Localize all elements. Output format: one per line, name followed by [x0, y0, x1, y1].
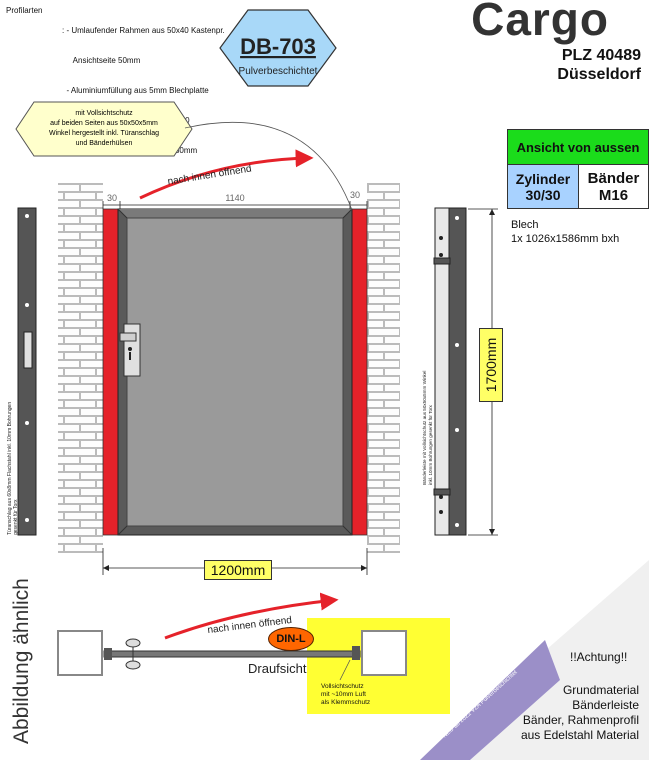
badge-finish: Pulverbeschichtet — [239, 66, 318, 77]
note-line: Vollsichtschutz — [321, 683, 364, 690]
hinge-bottom — [433, 488, 451, 496]
profile-line: - Aluminiumfüllung aus 5mm Blechplatte — [62, 86, 209, 95]
frame-bevel — [118, 209, 352, 218]
topview-opening-arrow — [164, 592, 339, 640]
city-name: Düsseldorf — [557, 66, 641, 83]
note-line: mit ~10mm Luft — [321, 691, 366, 698]
postal-code: PLZ 40489 — [561, 47, 641, 64]
warning-line: Grundmaterial — [562, 683, 639, 697]
dim-center: 1140 — [225, 193, 244, 203]
note-leader — [184, 121, 353, 211]
hinge-top — [433, 257, 451, 265]
top-view-caption: Draufsicht — [248, 661, 307, 676]
product-title: Cargo — [471, 0, 609, 45]
warning-text: Grundmaterial Bänderleiste Bänder, Rahme… — [521, 683, 639, 743]
badge-hexagon — [219, 9, 337, 87]
door-handle — [119, 332, 137, 342]
warning-line: Bänderleiste — [572, 698, 639, 712]
badge-code: DB-703 — [240, 34, 316, 59]
profile-line: : - Umlaufender Rahmen aus 50x40 Kastenp… — [62, 26, 225, 35]
info-table: Ansicht von aussen Zylinder 30/30 Bänder… — [507, 129, 649, 209]
dim-left: 30 — [107, 193, 117, 203]
handle-top-icon — [125, 638, 141, 648]
left-bar-note-2: gesenkt für Torx — [13, 499, 19, 535]
warning-title: !!Achtung!! — [570, 650, 628, 664]
note-line: als Klemmschutz — [321, 699, 371, 706]
brick-wall-left — [58, 183, 103, 553]
color-badge: DB-703 Pulverbeschichtet — [219, 9, 337, 87]
din-l-badge: DIN-L — [268, 627, 314, 651]
purple-banner — [420, 640, 560, 760]
strike-plate — [23, 331, 33, 369]
note-hexagon-shape — [15, 101, 193, 157]
door-leaf-topview — [103, 650, 361, 658]
note-hexagon: mit Vollsichtschutz auf beiden Seiten au… — [15, 101, 193, 157]
warning-line: aus Edelstahl Material — [520, 728, 639, 742]
right-bar-note-2: inkl. 10mm Bohrungen gesenkt für Torx — [428, 404, 433, 485]
view-header: Ansicht von aussen — [507, 129, 649, 165]
note-line: mit Vollsichtschutz — [75, 110, 133, 117]
material-label: Blech — [511, 219, 539, 231]
opening-arrow — [139, 149, 314, 200]
door-stop-bar — [17, 207, 37, 536]
warning-line: Bänder, Rahmenprofil — [522, 713, 639, 727]
door-panel — [126, 217, 344, 527]
right-bar-note-1: Bänderleiste mit Vollsichtschutz aus 50x… — [422, 371, 427, 485]
handle-bottom-icon — [125, 660, 141, 670]
wall-block-right — [361, 630, 407, 676]
dim-right: 30 — [350, 190, 360, 200]
profile-line: Ansichtseite 50mm — [62, 56, 141, 65]
cylinder-icon — [128, 347, 132, 351]
note-line: auf beiden Seiten aus 50x50x5mm — [50, 120, 158, 127]
lock-cell: Zylinder 30/30 — [507, 165, 579, 209]
note-line: Winkel hergestellt inkl. Türanschlag — [49, 130, 159, 137]
left-bar-note-1: Türanschlag aus 60x8mm Flachstahl inkl. … — [7, 402, 13, 535]
material-spec: 1x 1026x1586mm bxh — [511, 233, 620, 245]
hinge-bar — [448, 207, 467, 536]
note-line: und Bänderhülsen — [76, 140, 133, 147]
profile-label: Profilarten — [6, 6, 43, 15]
clamp-protection-note: Vollsichtschutz mit ~10mm Luft als Klemm… — [321, 683, 370, 707]
location: PLZ 40489 Düsseldorf — [557, 46, 641, 84]
brick-wall-right — [367, 183, 400, 553]
width-dimension-label: 1200mm — [204, 560, 272, 580]
height-dimension-box: 1700mm — [479, 328, 503, 402]
wall-block-left — [57, 630, 103, 676]
material-info: Blech 1x 1026x1586mm bxh — [511, 218, 619, 246]
illustration-disclaimer: Abbildung ähnlich — [10, 578, 33, 744]
